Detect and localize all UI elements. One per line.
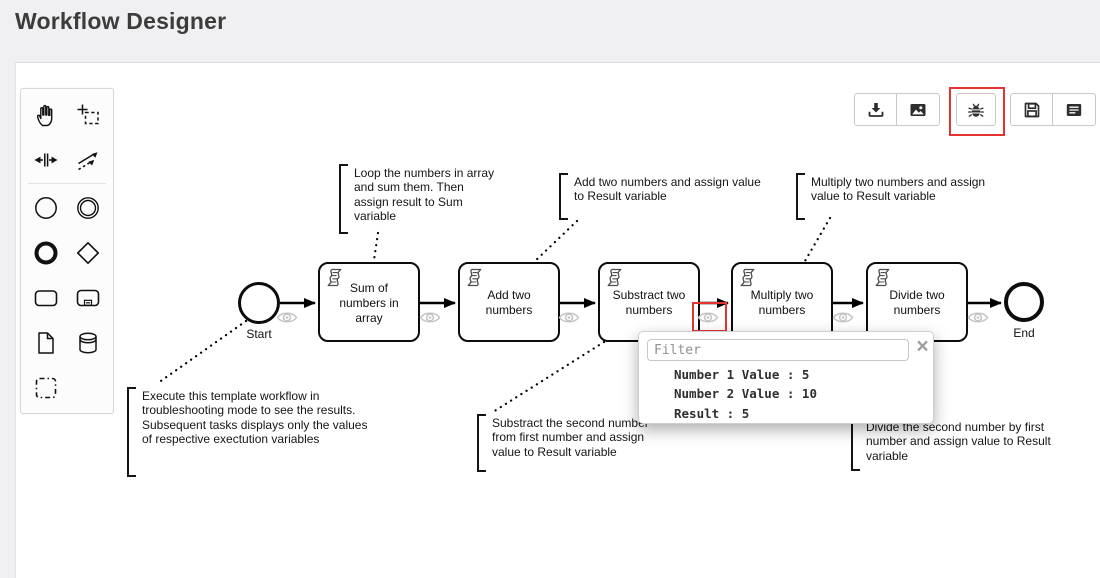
script-task-icon (740, 268, 755, 287)
lasso-tool-icon[interactable] (70, 97, 106, 133)
annotation-divide-task[interactable]: Divide the second number by first number… (851, 418, 1064, 471)
palette-separator (28, 183, 106, 184)
debug-button-group (956, 93, 996, 126)
create-task-icon[interactable] (28, 280, 64, 316)
annotation-text: Add two numbers and assign value to Resu… (574, 175, 761, 204)
task-label: Divide two numbers (889, 288, 945, 317)
task-substract-two-numbers[interactable]: Substract two numbers (598, 262, 700, 342)
floppy-save-icon (1024, 102, 1039, 117)
create-subprocess-icon[interactable] (70, 280, 106, 316)
annotation-multiply-task[interactable]: Multiply two numbers and assign value to… (796, 173, 999, 220)
save-button[interactable] (1010, 93, 1053, 126)
start-event-node[interactable] (238, 282, 280, 324)
task-add-two-numbers[interactable]: Add two numbers (458, 262, 560, 342)
annotation-substract-task[interactable]: Substract the second number from first n… (477, 414, 660, 472)
variable-row-number1: Number 1 Value : 5 (674, 367, 810, 382)
form-list-icon (1066, 103, 1082, 116)
close-icon[interactable]: × (916, 335, 929, 358)
script-task-icon (327, 268, 342, 287)
annotation-text: Divide the second number by first number… (866, 420, 1051, 463)
end-event-label: End (1013, 326, 1035, 340)
annotation-text: Multiply two numbers and assign value to… (811, 175, 986, 204)
eye-icon-task4[interactable] (832, 310, 854, 325)
annotation-bracket (477, 414, 486, 472)
task-label: Substract two numbers (612, 288, 686, 317)
annotation-add-task[interactable]: Add two numbers and assign value to Resu… (559, 173, 766, 220)
task-sum-of-numbers[interactable]: Sum of numbers in array (318, 262, 420, 342)
space-tool-icon[interactable] (28, 142, 64, 178)
script-task-icon (607, 268, 622, 287)
image-icon (910, 103, 926, 116)
eye-icon-task3-active[interactable] (697, 310, 719, 325)
create-participant-icon[interactable] (28, 370, 64, 406)
tool-palette (20, 88, 114, 414)
hand-tool-icon[interactable] (28, 97, 64, 133)
task-multiply-two-numbers[interactable]: Multiply two numbers (731, 262, 833, 342)
end-event-node[interactable] (1004, 282, 1044, 322)
task-label: Multiply two numbers (750, 288, 814, 317)
annotation-troubleshooting[interactable]: Execute this template workflow in troubl… (127, 387, 376, 477)
start-event-label: Start (246, 327, 272, 341)
annotation-text: Substract the second number from first n… (492, 416, 649, 459)
bug-icon (968, 103, 984, 117)
debug-button[interactable] (956, 93, 996, 126)
execution-values-popup: × Number 1 Value : 5 Number 2 Value : 10… (638, 331, 934, 424)
create-end-event-icon[interactable] (28, 235, 64, 271)
create-gateway-icon[interactable] (70, 235, 106, 271)
filter-input[interactable] (647, 339, 909, 361)
eye-icon-start[interactable] (276, 310, 298, 325)
script-task-icon (467, 268, 482, 287)
annotation-bracket (559, 173, 568, 220)
annotation-bracket (127, 387, 136, 477)
create-intermediate-event-icon[interactable] (70, 190, 106, 226)
task-label: Add two numbers (485, 288, 533, 317)
create-data-store-icon[interactable] (70, 325, 106, 361)
annotation-text: Loop the numbers in array and sum them. … (354, 166, 495, 223)
create-start-event-icon[interactable] (28, 190, 64, 226)
variable-rows: Number 1 Value : 5 Number 2 Value : 10 R… (674, 365, 817, 423)
eye-icon-task2[interactable] (558, 310, 580, 325)
palette-empty-cell (70, 370, 106, 406)
global-connect-tool-icon[interactable] (70, 142, 106, 178)
save-button-group (1010, 93, 1096, 126)
download-button[interactable] (854, 93, 897, 126)
eye-icon-task1[interactable] (419, 310, 441, 325)
download-icon (868, 102, 883, 117)
variable-row-result: Result : 5 (674, 405, 750, 421)
export-image-button[interactable] (897, 93, 940, 126)
task-divide-two-numbers[interactable]: Divide two numbers (866, 262, 968, 342)
annotation-text: Execute this template workflow in troubl… (142, 389, 368, 446)
form-button[interactable] (1053, 93, 1096, 126)
create-data-object-icon[interactable] (28, 325, 64, 361)
annotation-sum-task[interactable]: Loop the numbers in array and sum them. … (339, 164, 496, 234)
page-title: Workflow Designer (15, 8, 227, 34)
script-task-icon (875, 268, 890, 287)
annotation-bracket (796, 173, 805, 220)
task-label: Sum of numbers in array (339, 280, 399, 325)
annotation-bracket (851, 418, 860, 471)
variable-row-number2: Number 2 Value : 10 (674, 386, 817, 402)
export-button-group (854, 93, 940, 126)
annotation-bracket (339, 164, 348, 234)
eye-icon-task5[interactable] (967, 310, 989, 325)
